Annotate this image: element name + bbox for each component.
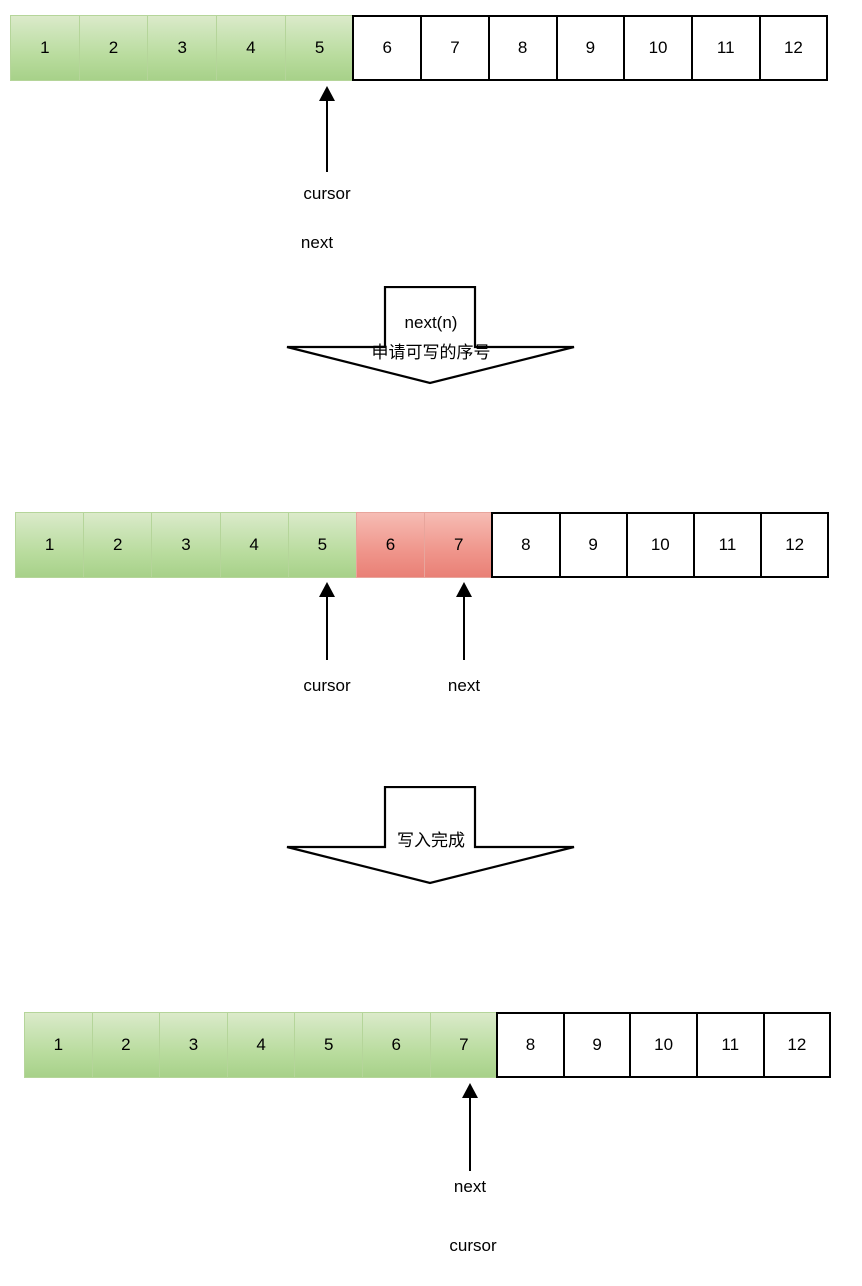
ring-cell: 11 (695, 1012, 765, 1078)
ring-cell: 7 (429, 1012, 499, 1078)
ring-cell: 1 (15, 512, 85, 578)
transition-arrow-claim: next(n) 申请可写的序号 (285, 286, 579, 386)
ring-cell: 11 (692, 512, 763, 578)
ring-cell: 2 (91, 1012, 161, 1078)
ring-cell: 3 (151, 512, 221, 578)
ring-cell: 4 (226, 1012, 296, 1078)
ring-buffer-row-published: 1 2 3 4 5 6 7 8 9 10 11 12 (24, 1012, 844, 1078)
ring-cell: 12 (762, 1012, 832, 1078)
ring-cell: 11 (690, 15, 761, 81)
arrow-shaft (463, 593, 465, 660)
ring-cell: 9 (562, 1012, 632, 1078)
arrow-head-icon (462, 1083, 478, 1098)
ring-cell: 5 (287, 512, 357, 578)
pointer-arrow-cursor (316, 86, 338, 172)
ring-cell: 7 (420, 15, 490, 81)
arrow-head-icon (319, 582, 335, 597)
transition-label-line2: 申请可写的序号 (371, 343, 491, 362)
ring-cell: 6 (355, 512, 426, 578)
ring-cell: 12 (758, 15, 829, 81)
ring-cell: 7 (424, 512, 494, 578)
ring-cell: 1 (10, 15, 80, 81)
transition-label-line1: 写入完成 (397, 831, 465, 850)
ring-cell: 8 (496, 1012, 565, 1078)
pointer-arrow-next (459, 1083, 481, 1171)
ring-cell: 3 (159, 1012, 228, 1078)
pointer-arrow-next (453, 582, 475, 660)
ring-buffer-row-claimed: 1 2 3 4 5 6 7 8 9 10 11 12 (15, 512, 845, 578)
transition-label-line1: next(n) (404, 313, 458, 332)
ring-cell: 4 (219, 512, 289, 578)
ring-buffer-row-before: 1 2 3 4 5 6 7 8 9 10 11 12 (10, 15, 846, 81)
arrow-head-icon (319, 86, 335, 101)
ring-cell: 9 (555, 15, 626, 81)
ring-cell: 6 (352, 15, 423, 81)
pointer-label-cursor: cursor (303, 676, 351, 695)
ring-cell: 6 (361, 1012, 431, 1078)
arrow-shaft (326, 97, 328, 172)
block-arrow-shape (286, 786, 575, 885)
ring-cell: 8 (487, 15, 558, 81)
ring-cell: 4 (216, 15, 286, 81)
ring-cell: 10 (623, 15, 693, 81)
block-arrow-shape (286, 286, 575, 385)
ring-cell: 1 (24, 1012, 93, 1078)
ring-cell: 12 (760, 512, 830, 578)
ring-cell: 5 (284, 15, 355, 81)
ring-cell: 9 (558, 512, 628, 578)
arrow-shaft (326, 593, 328, 660)
ring-cell: 10 (629, 1012, 698, 1078)
pointer-label-next: next (300, 233, 334, 252)
pointer-arrow-cursor (316, 582, 338, 660)
arrow-head-icon (456, 582, 472, 597)
ring-cell: 2 (78, 15, 149, 81)
pointer-label-cursor: cursor (303, 184, 351, 203)
ring-cell: 5 (294, 1012, 363, 1078)
pointer-label-next: next (447, 676, 481, 695)
pointer-label-cursor: cursor (449, 1236, 497, 1255)
ring-cell: 2 (83, 512, 153, 578)
ring-cell: 8 (491, 512, 561, 578)
arrow-shaft (469, 1094, 471, 1171)
ring-cell: 10 (625, 512, 695, 578)
transition-arrow-publish: 写入完成 (285, 786, 579, 886)
pointer-label-next: next (453, 1177, 487, 1196)
ring-cell: 3 (147, 15, 218, 81)
